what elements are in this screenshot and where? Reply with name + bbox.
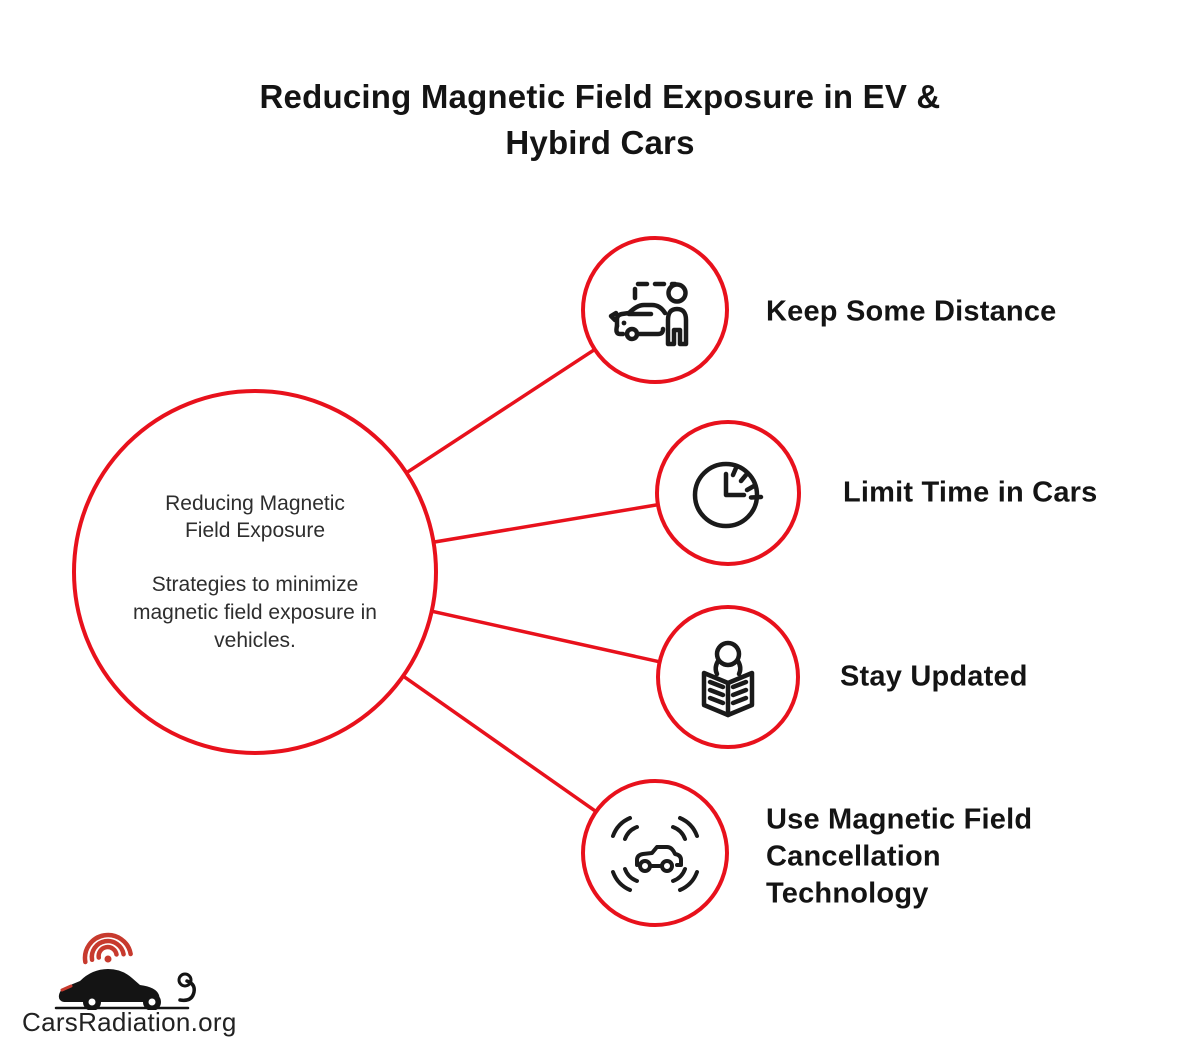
node-label-keep-distance: Keep Some Distance <box>766 295 1057 328</box>
node-circle-1 <box>581 236 729 384</box>
car-signal-waves-icon <box>611 816 699 892</box>
center-circle <box>72 389 438 755</box>
car-person-distance-icon <box>608 281 689 347</box>
node-label-limit-time: Limit Time in Cars <box>843 476 1098 509</box>
center-node: Reducing Magnetic Field Exposure Strateg… <box>75 391 435 753</box>
center-node-description: Strategies to minimize magnetic field ex… <box>133 573 377 652</box>
page-title: Reducing Magnetic Field Exposure in EV &… <box>0 74 1200 165</box>
brand-name: CarsRadiation.org <box>22 1007 237 1037</box>
node-label-stay-updated: Stay Updated <box>840 660 1028 693</box>
page-title-line2: Hybird Cars <box>505 123 695 161</box>
page-title-line1: Reducing Magnetic Field Exposure in EV & <box>259 78 941 115</box>
newspaper-reader-icon <box>701 640 755 718</box>
center-node-heading: Reducing Magnetic Field Exposure <box>165 491 345 543</box>
node-label-cancellation-tech: Use Magnetic Field Cancellation Technolo… <box>766 803 1033 910</box>
clock-icon <box>692 461 764 529</box>
node-circle-3 <box>656 605 800 749</box>
cars-radiation-logo-icon <box>54 932 196 1010</box>
node-circle-4 <box>581 779 729 927</box>
